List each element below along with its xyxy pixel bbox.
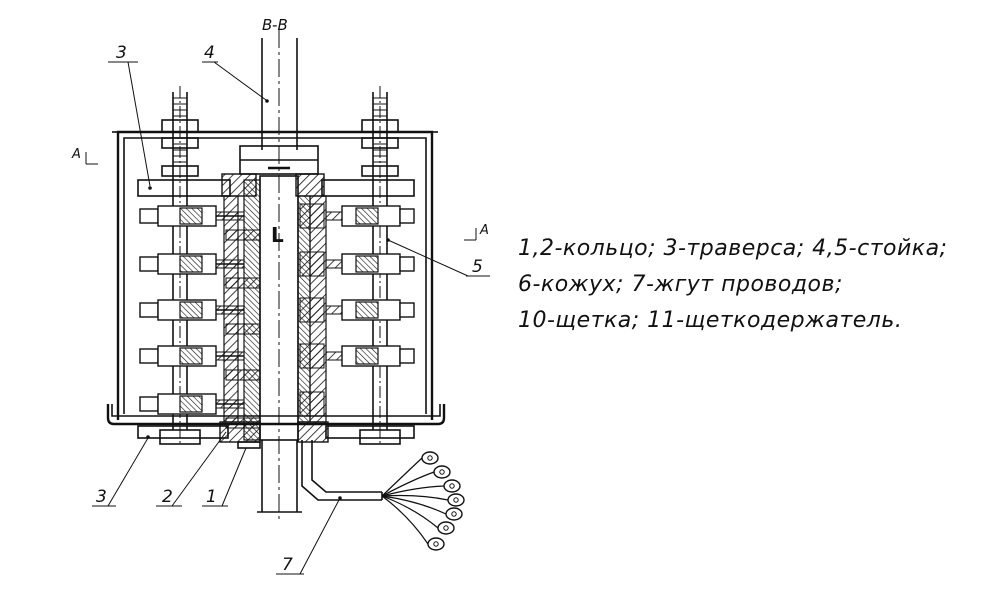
center-mark: L bbox=[271, 223, 284, 247]
brush-holder-row bbox=[139, 203, 415, 241]
brush-holder-row bbox=[139, 343, 415, 381]
callout-3-bottom: 3 bbox=[96, 487, 107, 507]
section-label: B-B bbox=[262, 16, 288, 34]
brush-holder-row bbox=[139, 251, 415, 289]
callout-5: 5 bbox=[472, 257, 483, 277]
brush-holder-row bbox=[139, 391, 325, 429]
brush-holders bbox=[139, 203, 415, 429]
callout-7: 7 bbox=[282, 555, 293, 575]
harness-wire bbox=[381, 451, 439, 497]
harness-wires bbox=[381, 451, 465, 551]
section-mark-left: A bbox=[71, 147, 81, 162]
harness-wire bbox=[381, 495, 445, 551]
casing bbox=[106, 130, 446, 426]
brush-holder-row bbox=[139, 297, 415, 335]
harness-wire bbox=[381, 495, 455, 535]
wire-harness bbox=[301, 440, 465, 551]
harness-wire bbox=[381, 493, 465, 507]
callout-1: 1 bbox=[206, 487, 217, 507]
legend-line-2: 6-кожух; 7-жгут проводов; bbox=[518, 272, 843, 297]
callout-3-top: 3 bbox=[116, 43, 127, 63]
shaft-collar bbox=[239, 145, 319, 175]
leader-dots bbox=[146, 99, 390, 500]
leader-lines bbox=[85, 61, 490, 575]
callout-2: 2 bbox=[162, 487, 173, 507]
harness-wire bbox=[381, 479, 461, 497]
harness-wire bbox=[381, 465, 451, 497]
legend-line-3: 10-щетка; 11-щеткодержатель. bbox=[518, 308, 903, 333]
legend-line-1: 1,2-кольцо; 3-траверса; 4,5-стойка; bbox=[518, 236, 948, 261]
callout-4: 4 bbox=[204, 43, 215, 63]
harness-wire bbox=[381, 495, 463, 521]
shaft bbox=[257, 30, 302, 520]
section-mark-right: A bbox=[479, 223, 489, 238]
